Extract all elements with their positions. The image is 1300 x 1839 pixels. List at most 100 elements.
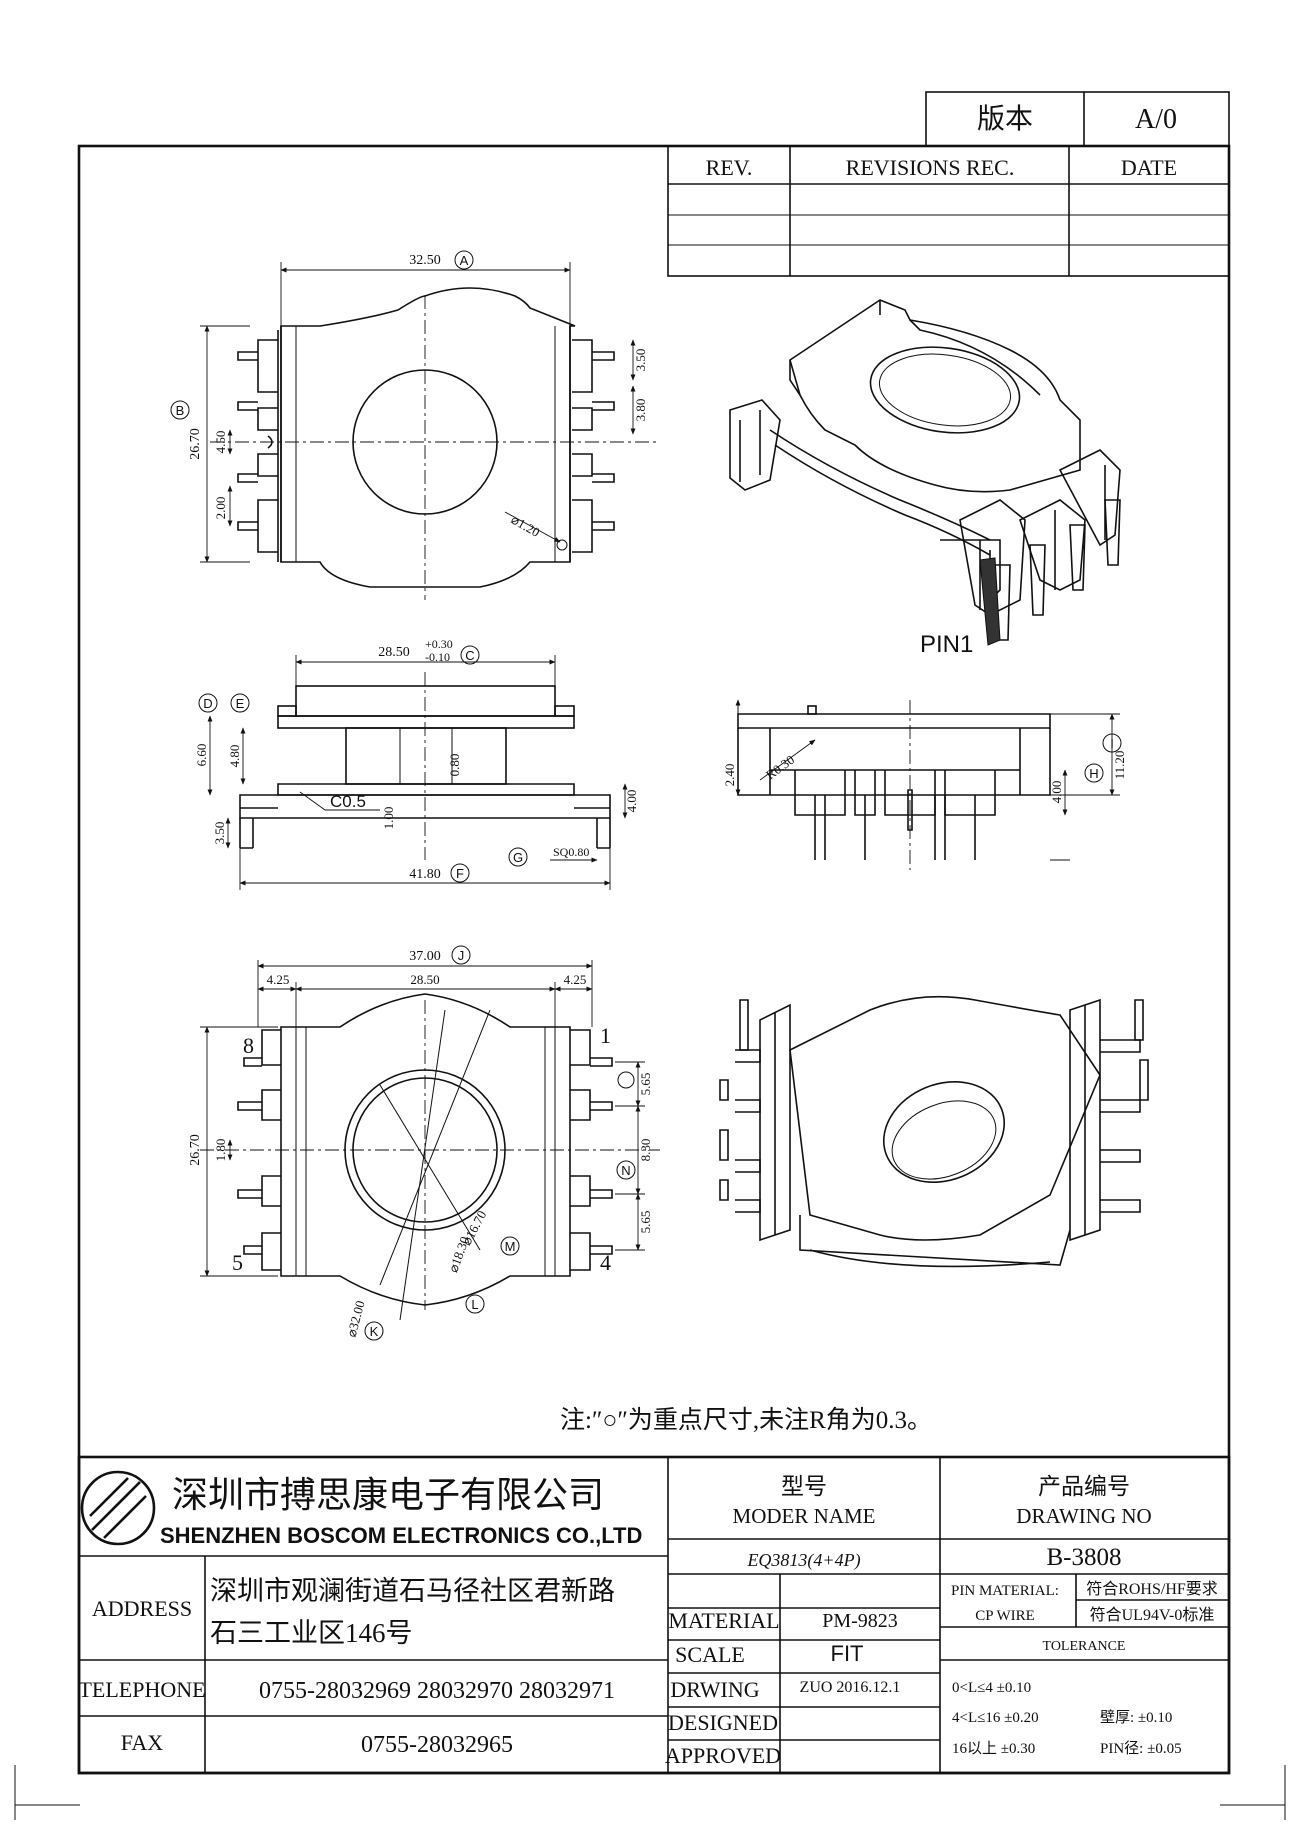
version-value: A/0 [1135, 104, 1177, 135]
pin-label-8: 8 [243, 1033, 254, 1058]
isometric-view-top: PIN1 [729, 299, 1121, 658]
top-width-mark: A [460, 253, 469, 268]
bottom-m-mark: M [505, 1239, 516, 1254]
drawing-no-value: B-3808 [1047, 1544, 1122, 1571]
address-line-1: 深圳市观澜街道石马径社区君新路 [210, 1576, 615, 1606]
bottom-edge-r: 4.25 [564, 972, 587, 987]
top-pin-r1: 3.50 [633, 349, 648, 372]
pin-tolerance: PIN径: ±0.05 [1100, 1740, 1182, 1757]
top-core-hole [352, 369, 498, 515]
model-label-en: MODER NAME [733, 1504, 876, 1528]
bottom-p3: 5.65 [638, 1211, 653, 1234]
side-sq: SQ0.80 [553, 845, 589, 859]
top-pitch-b: 2.00 [213, 497, 228, 520]
top-view: 32.50 A 26.70 B 4.50 2.00 3.50 3.80 ⌀1.2… [170, 250, 660, 600]
revisions-table: REV. REVISIONS REC. DATE [667, 145, 1230, 277]
side-tol-minus: -0.10 [425, 650, 450, 664]
crop-marks [14, 1765, 1286, 1820]
pin-material-value: 符合ROHS/HF要求 [1086, 1580, 1218, 1598]
iso-bottom-core-hole [882, 1080, 1006, 1184]
cp-wire-value: 符合UL94V-0标准 [1090, 1606, 1215, 1624]
fax-value: 0755-28032965 [361, 1732, 513, 1758]
date-header: DATE [1121, 155, 1177, 180]
wall-tolerance: 壁厚: ±0.10 [1100, 1709, 1172, 1726]
bottom-d3: ⌀32.00 [344, 1299, 368, 1339]
side-chamfer: C0.5 [330, 792, 366, 811]
side-mark-d: D [203, 696, 212, 711]
side-pin-h: 4.00 [624, 790, 639, 813]
company-logo [80, 1470, 156, 1546]
bottom-height-dim: 26.70 [188, 1134, 203, 1166]
pin-label-5: 5 [232, 1250, 243, 1275]
side-h2: 4.80 [227, 745, 242, 768]
material-label: MATERIAL [668, 1608, 779, 1633]
side-foot: 1.00 [381, 807, 396, 830]
title-block: 深圳市搏思康电子有限公司 SHENZHEN BOSCOM ELECTRONICS… [77, 1455, 1231, 1775]
telephone-label: TELEPHONE [78, 1677, 205, 1702]
drawing-note: 注:″○″为重点尺寸,未注R角为0.3。 [560, 1406, 932, 1434]
bottom-p2: 8.30 [638, 1139, 653, 1162]
tolerance-3: 16以上 ±0.30 [952, 1740, 1035, 1757]
address-label: ADDRESS [92, 1596, 192, 1621]
designed-label: DESIGNED [668, 1710, 778, 1735]
bottom-n-mark: N [621, 1163, 630, 1178]
model-value: EQ3813(4+4P) [746, 1550, 860, 1571]
telephone-value: 0755-28032969 28032970 28032971 [259, 1678, 615, 1704]
top-pin-r2: 3.80 [633, 399, 648, 422]
top-pitch-a: 4.50 [213, 431, 228, 454]
side-view: 28.50 +0.30 -0.10 C D E 6.60 4.80 0.80 1… [194, 637, 639, 890]
material-value: PM-9823 [822, 1610, 898, 1632]
bottom-width-mark: J [458, 948, 465, 963]
pin-label-1: 1 [600, 1023, 611, 1048]
approved-label: APPROVED [665, 1743, 781, 1768]
drawing-no-label-en: DRAWING NO [1016, 1504, 1151, 1528]
iso-core-hole [869, 346, 1021, 434]
side-overall-mark: F [456, 866, 464, 881]
company-name-cn: 深圳市搏思康电子有限公司 [172, 1474, 604, 1515]
bottom-width-dim: 37.00 [409, 949, 441, 964]
tolerance-label: TOLERANCE [1043, 1639, 1126, 1654]
company-name-en: SHENZHEN BOSCOM ELECTRONICS CO.,LTD [160, 1523, 642, 1548]
pin1-label: PIN1 [920, 631, 973, 658]
tolerance-1: 0<L≤4 ±0.10 [952, 1680, 1031, 1696]
pin-material-label: PIN MATERIAL: [951, 1583, 1059, 1599]
drwing-label: DRWING [670, 1677, 759, 1702]
bottom-slot: 1.80 [213, 1139, 228, 1162]
side-mark-e: E [236, 696, 245, 711]
address-line-2: 石三工业区146号 [210, 1618, 413, 1648]
side-tol-plus: +0.30 [425, 637, 453, 651]
end-h-mark: H [1089, 766, 1098, 781]
bottom-core-w: 28.50 [410, 972, 439, 987]
version-label: 版本 [977, 103, 1033, 135]
top-height-mark: B [176, 403, 185, 418]
side-width-mark: C [465, 648, 474, 663]
end-h-pin: 4.00 [1049, 781, 1064, 804]
tolerance-2: 4<L≤16 ±0.20 [952, 1710, 1039, 1726]
scale-label: SCALE [675, 1642, 745, 1667]
pin-label-4: 4 [600, 1250, 611, 1275]
bottom-view: 8 1 5 4 37.00 J 4.25 28.50 4.25 26.70 1.… [188, 945, 660, 1341]
cp-wire-label: CP WIRE [975, 1608, 1035, 1624]
side-g-mark: G [513, 850, 523, 865]
top-width-dim: 32.50 [409, 253, 441, 268]
revisions-rec-header: REVISIONS REC. [846, 155, 1015, 180]
side-pin-len: 3.50 [212, 822, 227, 845]
side-width-dim: 28.50 [378, 645, 410, 660]
top-hole-dim: ⌀1.20 [509, 512, 543, 540]
top-height-dim: 26.70 [188, 428, 203, 460]
end-h-low: 2.40 [722, 764, 737, 787]
side-wall: 0.80 [447, 754, 462, 777]
bottom-edge-l: 4.25 [267, 972, 290, 987]
drwing-value: ZUO 2016.12.1 [800, 1679, 901, 1696]
bottom-d2: ⌀18.30 [445, 1234, 472, 1274]
top-pin1-hole [556, 539, 568, 551]
isometric-view-bottom [719, 995, 1149, 1268]
model-label-cn: 型号 [781, 1474, 827, 1499]
bottom-p1: 5.65 [638, 1073, 653, 1096]
side-h1: 6.60 [194, 744, 209, 767]
side-overall: 41.80 [409, 867, 441, 882]
end-h-total: 11.20 [1112, 751, 1127, 780]
fax-label: FAX [121, 1730, 163, 1755]
drawing-no-label-cn: 产品编号 [1038, 1474, 1130, 1499]
bottom-k-mark: K [370, 1324, 379, 1339]
